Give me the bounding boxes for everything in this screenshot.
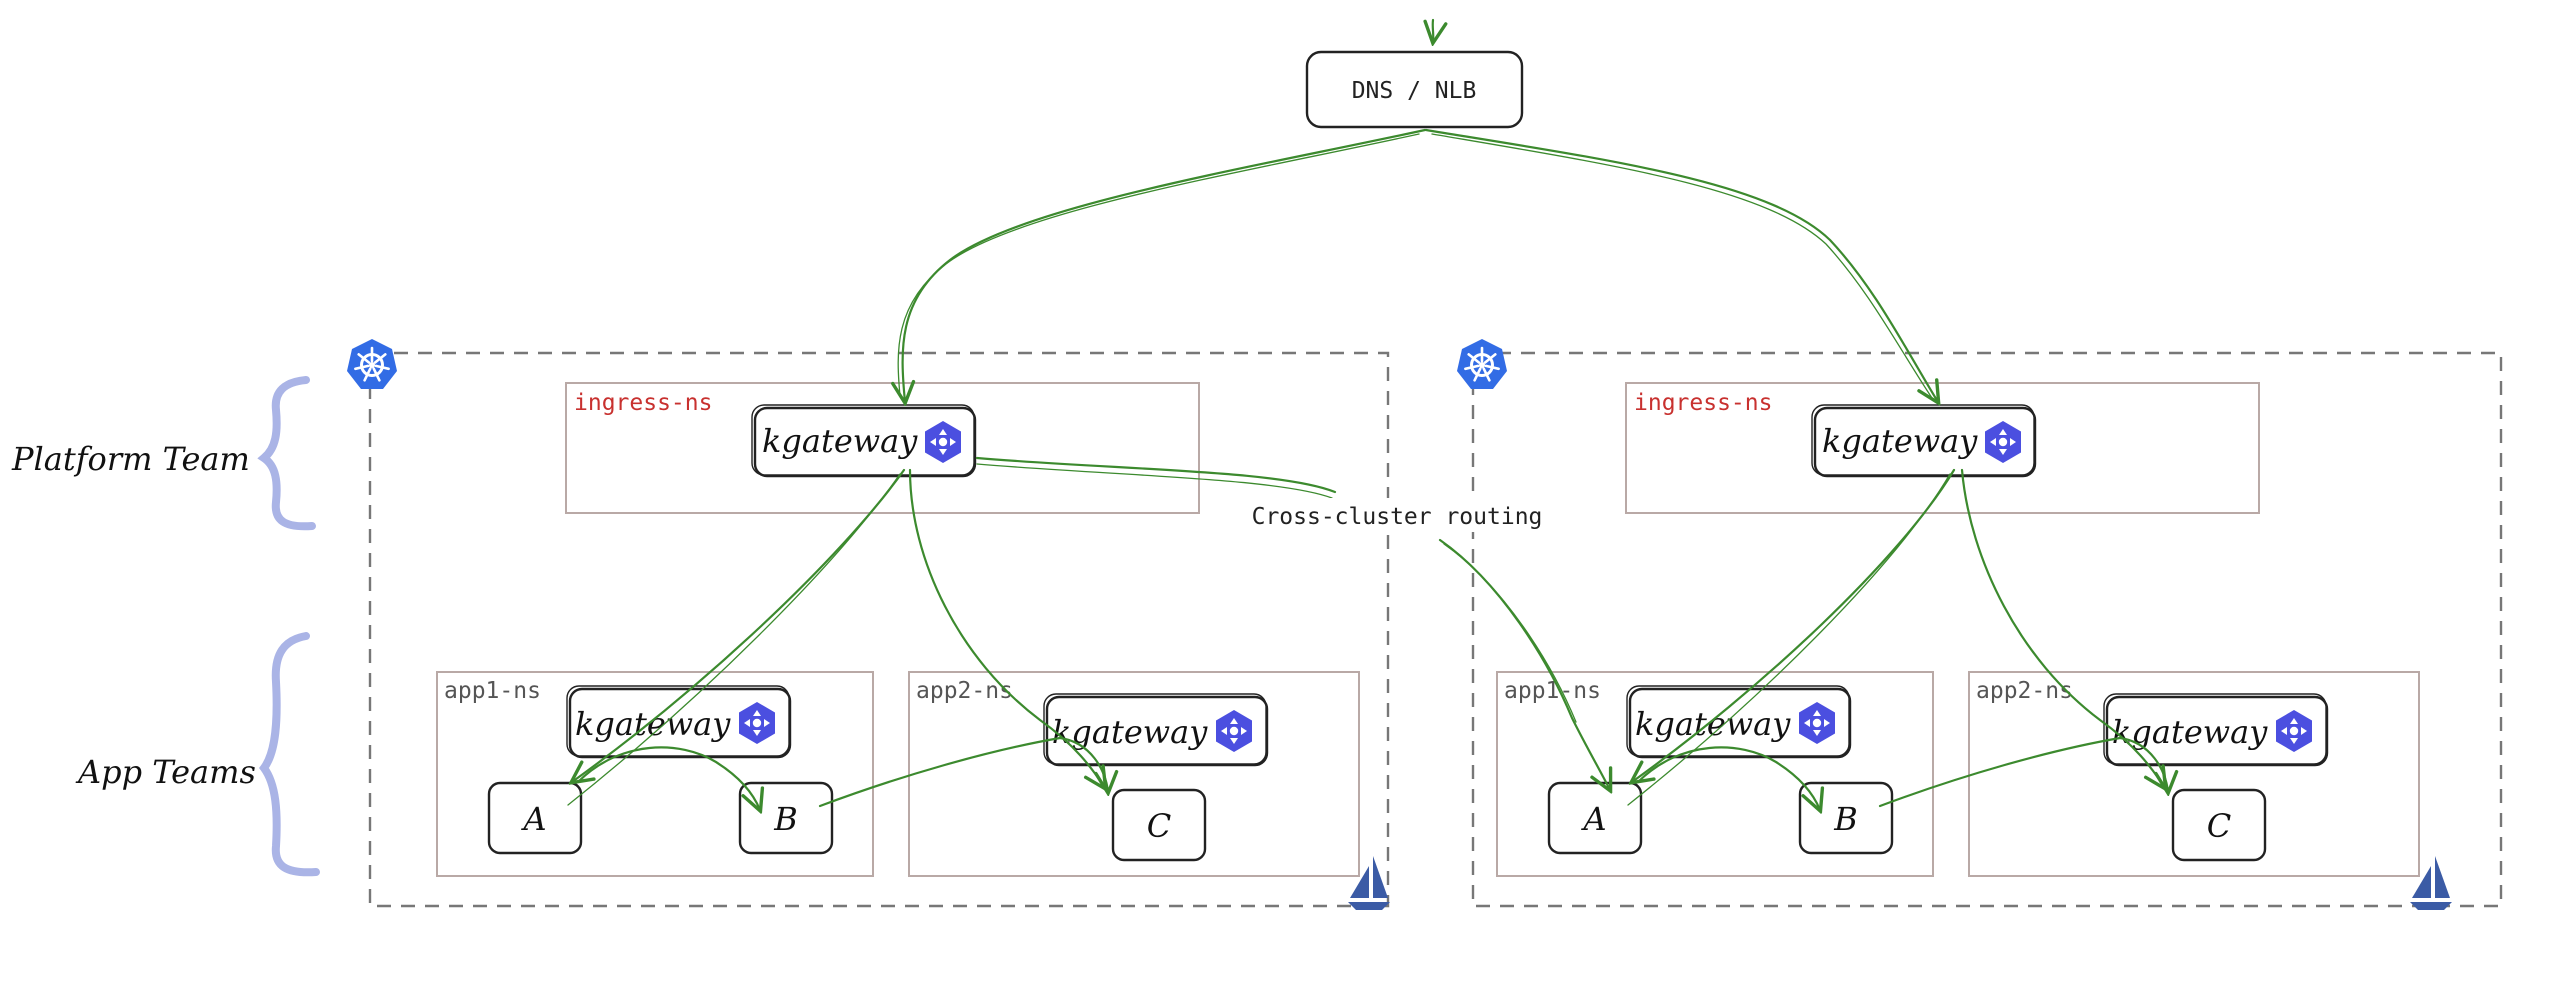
cluster-2-service-c[interactable]: C — [2171, 788, 2267, 862]
cluster-2-app2-gateway[interactable]: kgateway — [2103, 693, 2329, 767]
arrow-cross-cluster-sketch — [976, 463, 1333, 499]
cluster-1-app2-gateway[interactable]: kgateway — [1043, 693, 1269, 767]
app-teams-brace — [259, 632, 320, 877]
service-label: B — [1833, 800, 1858, 838]
cluster-1: ingress-ns kgateway app1-ns kgateway A — [345, 337, 1390, 910]
service-label: C — [2207, 807, 2231, 845]
gateway-label: kgateway — [1635, 705, 1791, 743]
service-label: B — [773, 800, 798, 838]
entry-arrow — [1433, 18, 1434, 42]
cluster-2-service-a[interactable]: A — [1547, 781, 1643, 855]
dns-nlb-label: DNS / NLB — [1352, 78, 1477, 104]
app-teams-label: App Teams — [75, 753, 256, 791]
kubernetes-icon — [345, 337, 399, 391]
service-label: C — [1147, 807, 1171, 845]
cluster-2-app1-gateway[interactable]: kgateway — [1626, 685, 1852, 759]
namespace-label: app1-ns — [1504, 678, 1601, 704]
arrow-c2-ingress-to-c — [1960, 468, 2165, 788]
istio-sail-icon — [2410, 856, 2452, 910]
cross-cluster-annotation: Cross-cluster routing — [1246, 498, 1548, 532]
arrow-dns-to-cluster-1 — [903, 128, 1427, 402]
cross-cluster-label: Cross-cluster routing — [1252, 504, 1543, 530]
cluster-1-service-b[interactable]: B — [738, 781, 834, 855]
arrow-c1-b-to-app2 — [818, 736, 1108, 808]
cluster-2-app1-ns: app1-ns kgateway A B — [1496, 671, 1934, 877]
platform-team-brace — [257, 376, 316, 531]
platform-team-label: Platform Team — [11, 440, 250, 478]
arrow-dns-to-cluster-2 — [1424, 128, 1938, 402]
namespace-label: app1-ns — [444, 678, 541, 704]
app-teams-group: App Teams — [75, 632, 320, 877]
cluster-2-app2-ns: app2-ns kgateway C — [1968, 671, 2420, 877]
platform-team-group: Platform Team — [11, 376, 316, 531]
service-label: A — [1580, 800, 1606, 838]
arrow-c1-a-to-b — [576, 746, 760, 810]
gateway-label: kgateway — [1822, 422, 1978, 460]
cluster-1-app1-ns: app1-ns kgateway A B — [436, 671, 874, 877]
gateway-label: kgateway — [1052, 713, 1208, 751]
gateway-label: kgateway — [575, 705, 731, 743]
arrow-cross-cluster-continued-sketch — [1443, 543, 1577, 723]
arrow-c1-ingress-to-a-sketch — [567, 473, 901, 806]
cluster-1-service-a[interactable]: A — [487, 781, 583, 855]
gateway-label: kgateway — [762, 422, 918, 460]
arrow-c2-a-to-b — [1636, 746, 1820, 810]
cluster-1-boundary — [368, 351, 1390, 908]
arrow-cross-cluster — [975, 456, 1337, 494]
istio-sail-icon — [1348, 856, 1390, 910]
arrow-dns-to-cluster-2-sketch — [1431, 133, 1933, 399]
gateway-label: kgateway — [2112, 713, 2268, 751]
cluster-1-ingress-gateway[interactable]: kgateway — [751, 404, 977, 478]
cluster-1-service-c[interactable]: C — [1111, 788, 1207, 862]
namespace-label: ingress-ns — [1634, 390, 1772, 416]
cluster-1-app2-ns: app2-ns kgateway C — [908, 671, 1360, 877]
arrow-c1-ingress-to-c — [908, 468, 1105, 788]
dns-nlb-node[interactable]: DNS / NLB — [1305, 50, 1524, 129]
cluster-1-ingress-ns: ingress-ns kgateway — [565, 382, 1200, 514]
namespace-label: ingress-ns — [574, 390, 712, 416]
cluster-2-ingress-gateway[interactable]: kgateway — [1811, 404, 2037, 478]
cluster-2-service-b[interactable]: B — [1798, 781, 1894, 855]
arrow-c2-ingress-to-a-sketch — [1627, 473, 1951, 806]
cluster-2-ingress-ns: ingress-ns kgateway — [1625, 382, 2260, 514]
arrow-dns-to-cluster-1-sketch — [897, 133, 1420, 397]
service-label: A — [520, 800, 546, 838]
kubernetes-icon — [1455, 337, 1509, 391]
arrow-cross-cluster-continued — [1438, 538, 1610, 790]
routing-arrows — [567, 128, 2168, 810]
cluster-1-app1-gateway[interactable]: kgateway — [566, 685, 792, 759]
arrow-c2-b-to-app2 — [1878, 736, 2168, 808]
cluster-2-boundary — [1471, 351, 2503, 908]
cluster-2: ingress-ns kgateway app1-ns kgateway A — [1455, 337, 2503, 910]
